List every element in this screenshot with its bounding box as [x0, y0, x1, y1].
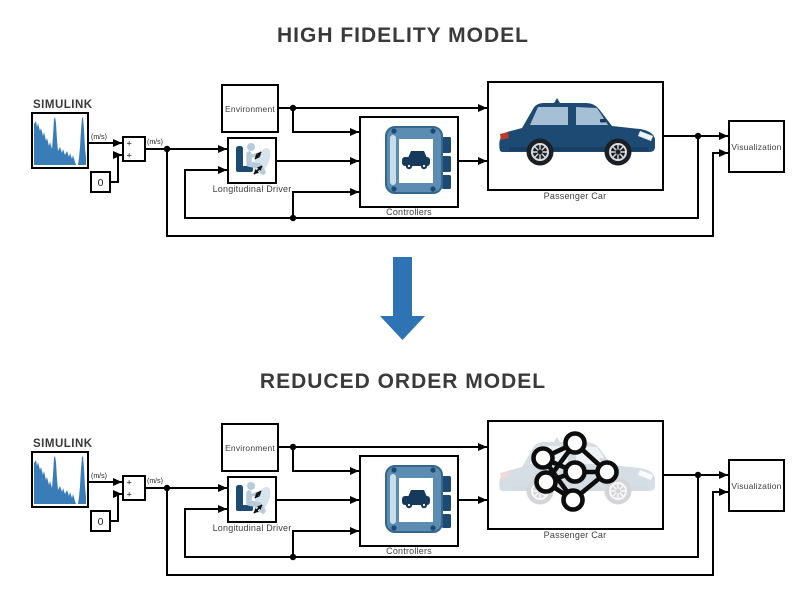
environment-block [221, 423, 279, 472]
wire-speed-feedback-to-controllers [292, 188, 359, 218]
controllers-label: Controllers [386, 546, 432, 556]
junction-dot [163, 484, 171, 492]
wire-speed-feedback-to-controllers [292, 527, 359, 557]
junction-dot [289, 553, 297, 561]
wire-speed-feedback-to-driver [184, 475, 699, 558]
unit-label-in: (m/s) [91, 473, 107, 480]
junction-dot [694, 471, 702, 479]
junction-dot [289, 443, 297, 451]
constant-zero-value: 0 [98, 177, 104, 189]
wire-environment-to-controllers [292, 108, 359, 136]
constant-zero-value: 0 [98, 516, 104, 528]
junction-dot [289, 104, 297, 112]
transform-down-arrow-icon [380, 257, 425, 340]
high-fidelity-diagram: SIMULINK (m/s) + + 0 (m/s) Environment L… [31, 81, 785, 237]
neural-network-icon [531, 431, 619, 512]
unit-label-in: (m/s) [91, 134, 107, 141]
longitudinal-driver-label: Longitudinal Driver [213, 523, 292, 533]
reduced-order-diagram: SIMULINK (m/s) + + 0 (m/s) Environment L… [31, 420, 785, 576]
visualization-label: Visualization [731, 142, 781, 152]
title-reduced-order: REDUCED ORDER MODEL [260, 370, 546, 393]
wire-reference-to-visualization [166, 149, 728, 237]
wire-constant-to-sum [110, 151, 122, 183]
wire-reference-to-visualization [166, 488, 728, 576]
simulink-label: SIMULINK [33, 99, 93, 111]
unit-label-out: (m/s) [147, 478, 163, 485]
wire-speed-feedback-to-driver [184, 136, 699, 219]
visualization-block [728, 459, 785, 512]
simulink-label: SIMULINK [33, 438, 93, 450]
sum-plus-bottom: + [127, 151, 132, 161]
junction-dot [694, 132, 702, 140]
passenger-car-label: Passenger Car [544, 191, 607, 201]
controllers-label: Controllers [386, 207, 432, 217]
environment-label: Environment [225, 104, 275, 114]
sum-plus-top: + [127, 478, 132, 488]
junction-dot [289, 214, 297, 222]
visualization-block [728, 120, 785, 173]
wire-environment-to-controllers [292, 447, 359, 475]
sum-plus-top: + [127, 139, 132, 149]
junction-dot [163, 145, 171, 153]
longitudinal-driver-label: Longitudinal Driver [213, 184, 292, 194]
unit-label-out: (m/s) [147, 139, 163, 146]
visualization-label: Visualization [731, 481, 781, 491]
title-high-fidelity: HIGH FIDELITY MODEL [277, 24, 529, 47]
environment-block [221, 84, 279, 133]
passenger-car-label: Passenger Car [544, 530, 607, 540]
wire-constant-to-sum [110, 490, 122, 522]
environment-label: Environment [225, 443, 275, 453]
sum-plus-bottom: + [127, 490, 132, 500]
